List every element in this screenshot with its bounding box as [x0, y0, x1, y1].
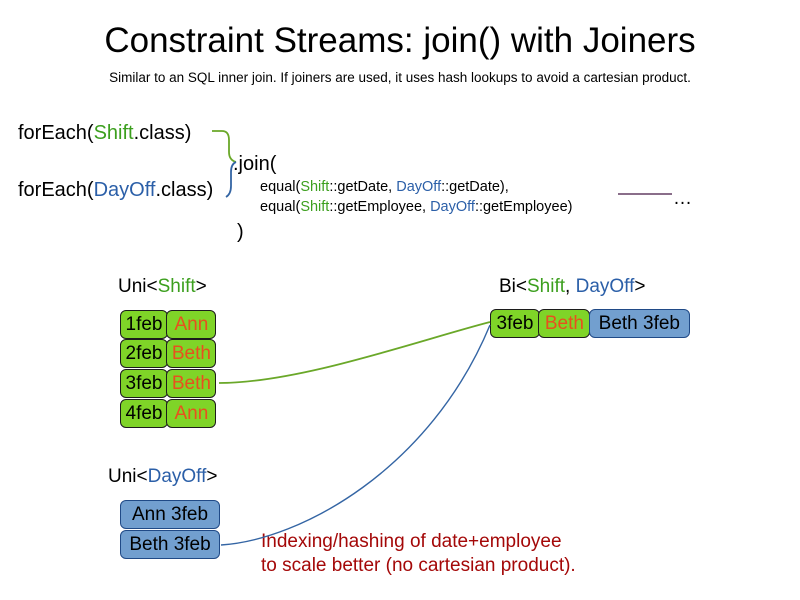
foreach-shift-suffix: .class)	[133, 122, 192, 144]
shift-employee-cell: Beth	[166, 339, 217, 368]
uni-shift-row-2[interactable]: 2feb Beth	[120, 339, 218, 368]
equal-1-left-method: ::getDate,	[329, 179, 397, 195]
foreach-dayoff-suffix: .class)	[155, 179, 214, 201]
code-foreach-shift: forEach(Shift.class)	[18, 121, 191, 145]
bi-separator: ,	[565, 276, 576, 297]
equal-2-right-type: DayOff	[430, 199, 475, 215]
bi-shift-employee-cell: Beth	[538, 309, 591, 338]
equal-1-prefix: equal(	[260, 179, 301, 195]
uni-shift-prefix: Uni<	[118, 276, 158, 297]
shift-date-cell: 3feb	[120, 369, 168, 398]
ellipsis-label: …	[673, 188, 692, 209]
shift-employee-cell: Ann	[166, 310, 217, 339]
uni-dayoff-type: DayOff	[147, 466, 207, 487]
equal-1-left-type: Shift	[300, 179, 330, 195]
bi-type-a: Shift	[527, 276, 566, 297]
equal-2-right-method: ::getEmployee)	[474, 199, 573, 215]
foreach-shift-type: Shift	[93, 122, 134, 144]
bi-dayoff-cell: Beth 3feb	[588, 309, 690, 338]
label-uni-dayoff: Uni<DayOff>	[108, 465, 218, 488]
uni-shift-row-4[interactable]: 4feb Ann	[120, 399, 218, 428]
dayoff-cell: Ann 3feb	[120, 500, 220, 529]
annotation-line-2: to scale better (no cartesian product).	[261, 555, 576, 576]
shift-date-cell: 4feb	[120, 399, 168, 428]
page-subtitle: Similar to an SQL inner join. If joiners…	[109, 70, 691, 85]
bi-row[interactable]: 3feb Beth Beth 3feb	[490, 309, 690, 338]
shift-employee-cell: Ann	[166, 399, 217, 428]
code-equal-line-1: equal(Shift::getDate, DayOff::getDate),	[260, 178, 509, 196]
uni-dayoff-row-1[interactable]: Ann 3feb	[120, 500, 220, 529]
dayoff-cell: Beth 3feb	[120, 530, 220, 559]
code-join-open: .join(	[233, 153, 277, 175]
uni-shift-type: Shift	[157, 276, 196, 297]
uni-shift-row-1[interactable]: 1feb Ann	[120, 310, 218, 339]
uni-dayoff-row-2[interactable]: Beth 3feb	[120, 530, 220, 559]
equal-1-right-type: DayOff	[396, 179, 442, 195]
label-bi-shift-dayoff: Bi<Shift, DayOff>	[499, 275, 645, 298]
foreach-dayoff-prefix: forEach(	[18, 179, 94, 201]
uni-dayoff-prefix: Uni<	[108, 466, 148, 487]
shift-date-cell: 2feb	[120, 339, 168, 368]
foreach-shift-prefix: forEach(	[18, 122, 94, 144]
bi-type-b: DayOff	[575, 276, 635, 297]
page-title: Constraint Streams: join() with Joiners	[104, 21, 696, 60]
shift-employee-cell: Beth	[166, 369, 217, 398]
code-join-close: )	[237, 221, 244, 243]
equal-2-prefix: equal(	[260, 199, 301, 215]
equal-2-left-method: ::getEmployee,	[329, 199, 431, 215]
label-uni-shift: Uni<Shift>	[118, 275, 207, 298]
annotation-line-1: Indexing/hashing of date+employee	[261, 531, 562, 552]
connector-dayoff-to-bi	[220, 324, 491, 546]
uni-dayoff-suffix: >	[206, 466, 218, 487]
shift-date-cell: 1feb	[120, 310, 168, 339]
bi-suffix: >	[634, 276, 646, 297]
annotation-text: Indexing/hashing of date+employee to sca…	[261, 530, 576, 578]
bi-prefix: Bi<	[499, 276, 527, 297]
uni-shift-row-3[interactable]: 3feb Beth	[120, 369, 218, 398]
equal-1-right-method: ::getDate),	[441, 179, 509, 195]
bi-shift-date-cell: 3feb	[490, 309, 540, 338]
code-foreach-dayoff: forEach(DayOff.class)	[18, 178, 213, 202]
equal-2-left-type: Shift	[300, 199, 330, 215]
connector-shift-to-bi	[218, 321, 491, 384]
foreach-dayoff-type: DayOff	[93, 179, 156, 201]
code-equal-line-2: equal(Shift::getEmployee, DayOff::getEmp…	[260, 198, 572, 216]
uni-shift-suffix: >	[195, 276, 207, 297]
